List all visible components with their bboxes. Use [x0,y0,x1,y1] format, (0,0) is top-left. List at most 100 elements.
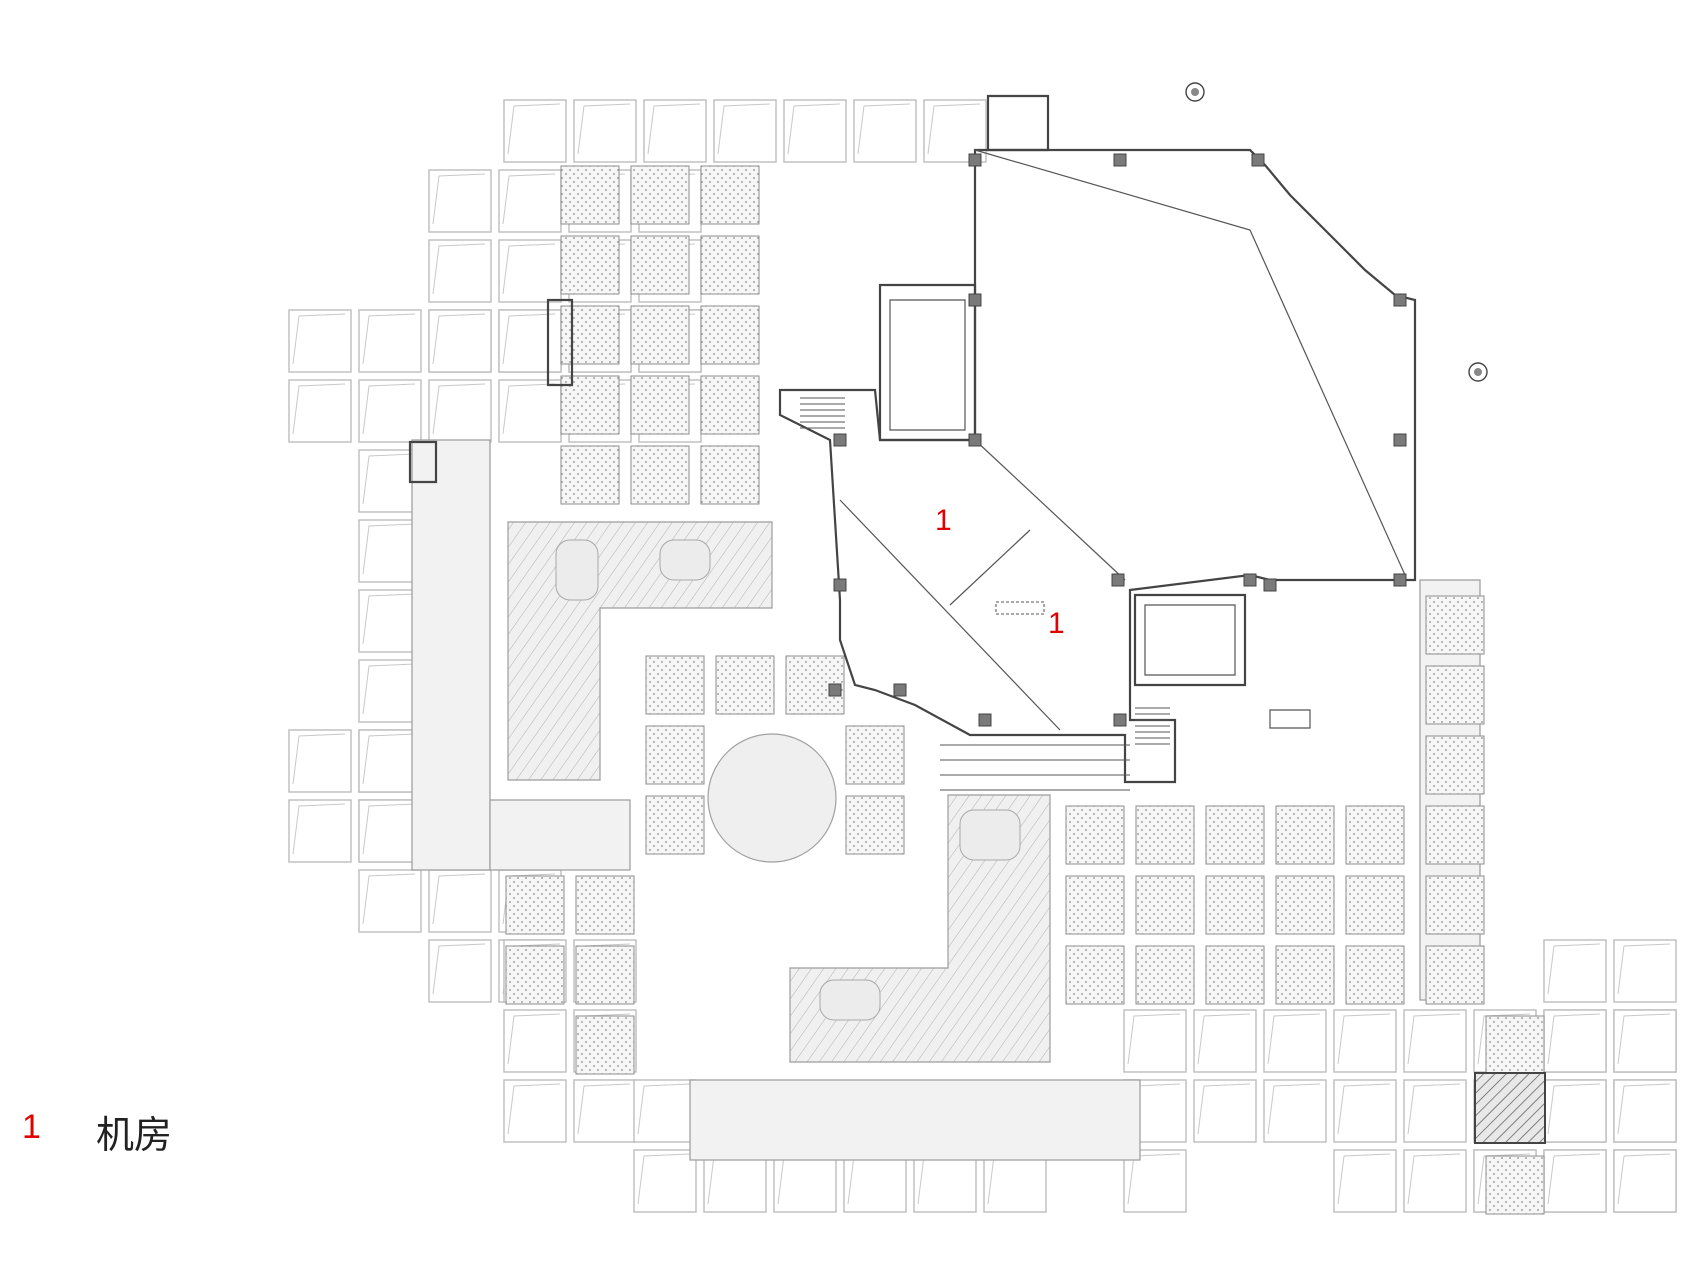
paving-tile [1613,1079,1677,1143]
paving-tile [358,589,422,653]
dotted-planter-square [1275,875,1335,935]
paving-joint [1477,1153,1531,1205]
paving-tile [1403,1149,1467,1213]
paving-tile [428,169,492,233]
paving-tile [783,99,847,163]
dotted-planter-square [575,875,635,935]
paving-tile [358,729,422,793]
paving-tile [428,309,492,373]
dotted-planter-square [845,795,905,855]
paving-joint [1197,1013,1251,1065]
room-label-machine-room-1: 1 [935,504,952,537]
dotted-planter-square [630,165,690,225]
dotted-planter-square [575,945,635,1005]
paving-joint [362,803,416,855]
paving-tile [1333,1009,1397,1073]
paving-joint [1617,943,1671,995]
dotted-planter-square [1485,1015,1545,1075]
dotted-planter-square [645,655,705,715]
paving-tile [1263,1009,1327,1073]
paving-joint [1547,1153,1601,1205]
paving-tile [1333,1079,1397,1143]
structural-column [1263,578,1277,592]
paving-joint [1547,943,1601,995]
paving-joint [1547,1083,1601,1135]
paving-tile [643,99,707,163]
paving-tile [633,1149,697,1213]
paving-joint [432,943,486,995]
structural-column [968,153,982,167]
paving-tile [358,869,422,933]
stair-flights [800,397,1170,791]
paving-joint [292,733,346,785]
structural-column [1113,153,1127,167]
paving-joint [502,313,556,365]
dotted-planter-square [1425,665,1485,725]
structural-column [1111,573,1125,587]
paving-joint [502,383,556,435]
paving-tile [358,309,422,373]
dotted-planter-square [1275,945,1335,1005]
paving-joint [502,243,556,295]
paving-tile [358,379,422,443]
paving-tile [1123,1009,1187,1073]
dotted-planter-square [1205,805,1265,865]
dotted-planter-square [1485,1155,1545,1215]
legend-item-number: 1 [22,1108,41,1146]
dotted-planter-square [1135,805,1195,865]
dotted-planter-square [700,375,760,435]
paving-tile [288,799,352,863]
dotted-planter-square [1135,945,1195,1005]
paving-joint [1127,1013,1181,1065]
dotted-planter-square [1425,945,1485,1005]
paving-joint [1337,1153,1391,1205]
paving-joint [432,173,486,225]
paving-tile [288,379,352,443]
structural-column [968,433,982,447]
structural-column [893,683,907,697]
paving-joint [1337,1083,1391,1135]
dotted-planter-square [505,945,565,1005]
paving-tile [288,729,352,793]
paving-tile [288,309,352,373]
dotted-planter-square [1425,805,1485,865]
paving-tile [1403,1079,1467,1143]
room-label-machine-room-2: 1 [1048,607,1065,640]
dotted-planter-square [700,305,760,365]
paving-joint [1617,1083,1671,1135]
paving-tile [1613,1149,1677,1213]
paving-tile [358,799,422,863]
paving-tile [358,659,422,723]
structural-column [968,293,982,307]
paving-joint [637,1153,691,1205]
dotted-planter-squares [505,165,1545,1215]
paving-joint [1407,1083,1461,1135]
dotted-planter-square [700,235,760,295]
paving-tile [1263,1079,1327,1143]
paving-tile [1543,939,1607,1003]
paving-tile [498,239,562,303]
paving-tile [1613,1009,1677,1073]
dotted-planter-square [1275,805,1335,865]
structural-column [833,578,847,592]
structural-column [1251,153,1265,167]
paving-joint [1267,1013,1321,1065]
paving-joint [857,103,911,155]
paving-joint [432,383,486,435]
paving-joint [362,663,416,715]
paving-joint [502,173,556,225]
paving-joint [362,383,416,435]
paving-tile [1333,1149,1397,1213]
structural-column [833,433,847,447]
paving-tile [498,309,562,373]
dotted-planter-square [1425,875,1485,935]
structural-column [1393,433,1407,447]
dotted-planter-square [645,795,705,855]
paving-tile [428,239,492,303]
dotted-planter-square [1065,875,1125,935]
paving-tile [573,1079,637,1143]
paving-tile [428,869,492,933]
paving-joint [1547,1013,1601,1065]
dotted-planter-square [630,305,690,365]
